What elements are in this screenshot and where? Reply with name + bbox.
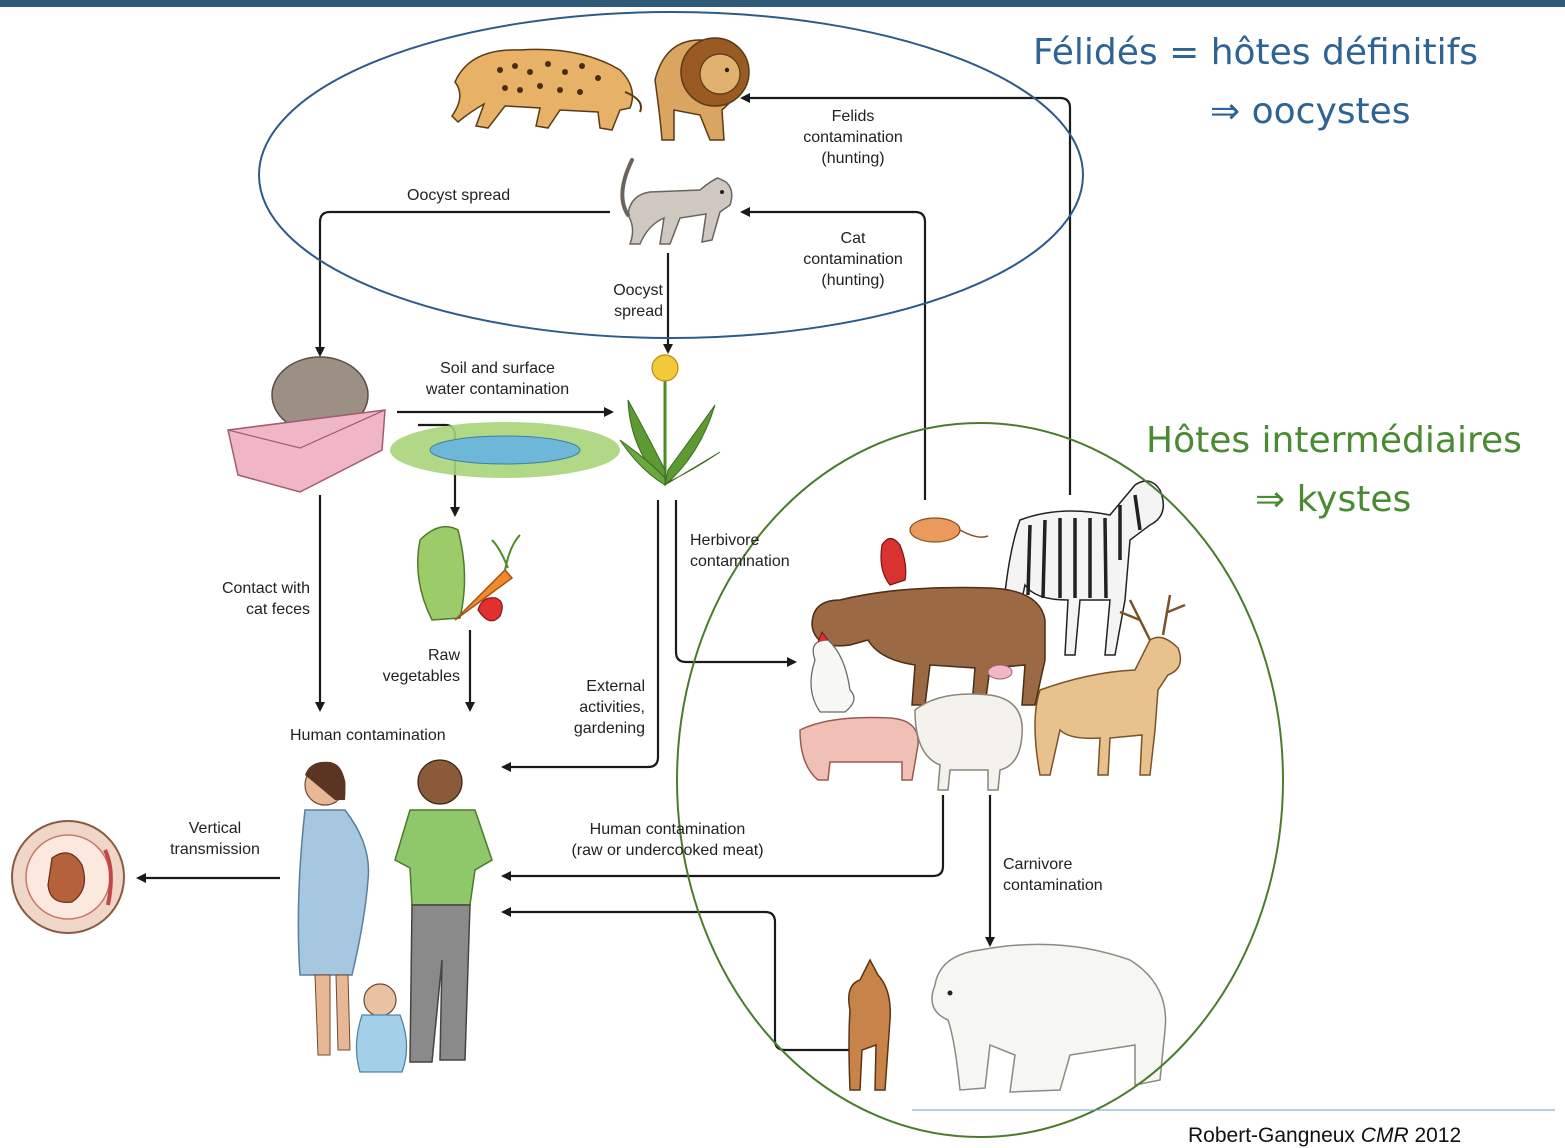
- felids-annotation-line1: Félidés = hôtes définitifs: [1033, 31, 1478, 74]
- man-illustration: [395, 760, 492, 1062]
- label-contact-feces: Contact with cat feces: [180, 578, 310, 620]
- citation-author: Robert-Gangneux: [1188, 1124, 1361, 1147]
- label-soil-water: Soil and surface water contamination: [395, 358, 600, 400]
- jaguar-illustration: [452, 49, 641, 130]
- label-human-meat: Human contamination (raw or undercooked …: [545, 819, 790, 861]
- arrow-dandelion-to-herbivores: [676, 500, 795, 662]
- litter-box-illustration: [228, 357, 385, 492]
- label-raw-vegetables: Raw vegetables: [360, 645, 460, 687]
- citation: Robert-Gangneux CMR 2012: [1188, 1124, 1461, 1148]
- pregnant-woman-illustration: [298, 762, 368, 1055]
- fetus-illustration: [12, 821, 124, 933]
- label-felids-contamination: Felids contamination (hunting): [773, 106, 933, 169]
- citation-year: 2012: [1409, 1124, 1462, 1147]
- cat-illustration: [622, 160, 731, 244]
- fox-illustration: [849, 960, 891, 1090]
- citation-journal: CMR: [1361, 1124, 1409, 1147]
- sheep-illustration: [915, 694, 1022, 790]
- polar-bear-illustration: [932, 944, 1166, 1092]
- felids-annotation-line2: ⇒ oocystes: [1210, 90, 1411, 133]
- label-cat-contamination: Cat contamination (hunting): [773, 228, 933, 291]
- dandelion-illustration: [620, 355, 720, 485]
- label-oocyst-spread-left: Oocyst spread: [407, 185, 510, 206]
- label-human-contamination: Human contamination: [290, 725, 446, 746]
- pond-illustration: [390, 422, 620, 478]
- bird-illustration: [881, 539, 906, 586]
- arrow-fox-to-human: [503, 912, 860, 1050]
- label-external-activities: External activities, gardening: [540, 676, 645, 739]
- label-herbivore: Herbivore contamination: [690, 530, 790, 572]
- rodent-illustration: [910, 518, 988, 542]
- baby-illustration: [356, 984, 406, 1072]
- pig-illustration: [800, 718, 918, 781]
- intermediate-annotation-line2: ⇒ kystes: [1255, 478, 1411, 521]
- label-carnivore: Carnivore contamination: [1003, 854, 1103, 896]
- lion-illustration: [655, 38, 749, 140]
- label-vertical-transmission: Vertical transmission: [160, 818, 270, 860]
- intermediate-annotation-line1: Hôtes intermédiaires: [1146, 419, 1522, 462]
- label-oocyst-spread-center: Oocyst spread: [583, 280, 663, 322]
- vegetables-illustration: [418, 527, 520, 621]
